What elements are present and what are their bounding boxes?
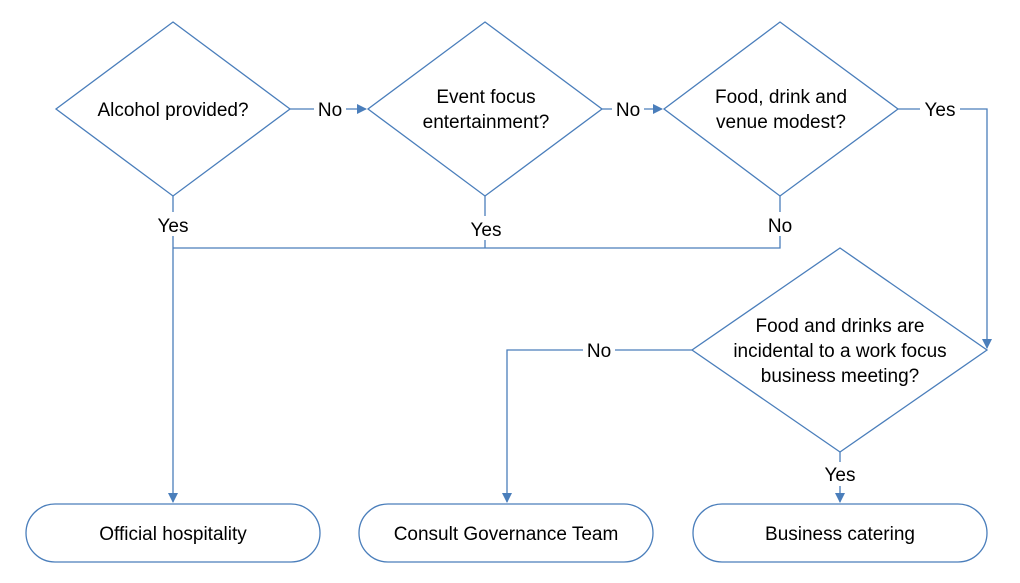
decision-modest-line-2: venue modest?	[716, 112, 846, 133]
label-alcohol-yes: Yes	[158, 216, 189, 237]
decision-entertainment-line-1: Event focus	[436, 87, 535, 108]
terminal-official-hospitality: Official hospitality	[25, 503, 321, 563]
decision-incidental-line-2: incidental to a work focus	[733, 341, 946, 362]
label-entertainment-no: No	[616, 100, 640, 121]
terminal-business-catering-label: Business catering	[765, 524, 915, 545]
terminal-consult-governance: Consult Governance Team	[358, 503, 654, 563]
decision-incidental: Food and drinks are incidental to a work…	[690, 247, 989, 453]
label-incidental-no: No	[587, 341, 611, 362]
label-alcohol-no: No	[318, 100, 342, 121]
decision-entertainment: Event focus entertainment?	[366, 21, 604, 197]
decision-alcohol: Alcohol provided?	[54, 21, 292, 197]
label-entertainment-yes: Yes	[471, 220, 502, 241]
edge-incidental-no	[502, 349, 692, 503]
decision-modest-line-1: Food, drink and	[715, 87, 847, 108]
decision-alcohol-label: Alcohol provided?	[97, 100, 248, 121]
decision-entertainment-line-2: entertainment?	[423, 112, 550, 133]
decision-incidental-line-1: Food and drinks are	[756, 316, 925, 337]
terminal-official-hospitality-label: Official hospitality	[99, 524, 247, 545]
label-modest-yes: Yes	[925, 100, 956, 121]
terminal-consult-governance-label: Consult Governance Team	[394, 524, 619, 545]
label-modest-no: No	[768, 216, 792, 237]
terminal-business-catering: Business catering	[692, 503, 988, 563]
edge-labels: No No Yes Yes Yes No No Yes	[152, 96, 960, 486]
label-incidental-yes: Yes	[825, 465, 856, 486]
decision-modest: Food, drink and venue modest?	[662, 21, 900, 197]
decision-incidental-line-3: business meeting?	[761, 366, 919, 387]
